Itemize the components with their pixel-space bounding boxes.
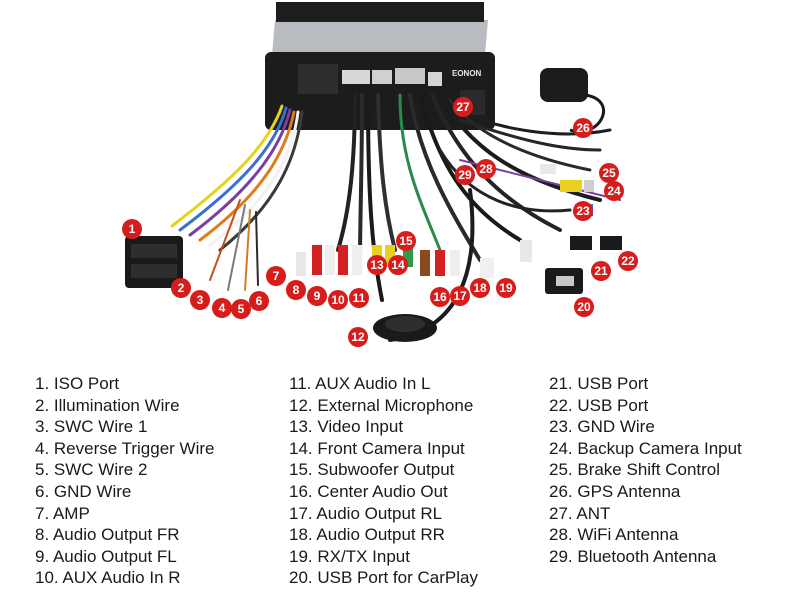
badge-7: 7 <box>266 266 286 286</box>
svg-text:21: 21 <box>594 264 608 278</box>
legend-item: 9. Audio Output FL <box>35 546 177 566</box>
svg-text:17: 17 <box>453 289 467 303</box>
badge-20: 20 <box>574 297 594 317</box>
badge-3: 3 <box>190 290 210 310</box>
legend-item: 10. AUX Audio In R <box>35 568 181 588</box>
badge-11: 11 <box>349 288 369 308</box>
svg-text:19: 19 <box>499 281 513 295</box>
badge-24: 24 <box>604 181 624 201</box>
badge-8: 8 <box>286 280 306 300</box>
svg-text:2: 2 <box>178 281 185 295</box>
badge-21: 21 <box>591 261 611 281</box>
legend-item: 11. AUX Audio In L <box>289 374 431 393</box>
badge-29: 29 <box>455 165 475 185</box>
legend-item: 19. RX/TX Input <box>289 546 410 566</box>
legend-item: 13. Video Input <box>289 417 404 437</box>
svg-text:12: 12 <box>351 330 365 344</box>
legend-item: 7. AMP <box>35 503 90 523</box>
svg-text:18: 18 <box>473 281 487 295</box>
legend-item: 5. SWC Wire 2 <box>35 460 148 480</box>
badge-9: 9 <box>307 286 327 306</box>
wiring-harness-diagram: EONON <box>122 2 638 347</box>
legend-item: 6. GND Wire <box>35 481 132 501</box>
legend-item: 4. Reverse Trigger Wire <box>35 438 215 458</box>
svg-text:29: 29 <box>458 168 472 182</box>
badge-13: 13 <box>367 255 387 275</box>
badge-28: 28 <box>476 159 496 179</box>
legend-item: 14. Front Camera Input <box>289 438 465 458</box>
svg-text:20: 20 <box>577 300 591 314</box>
legend-column-2: 11. AUX Audio In L 12. External Micropho… <box>289 373 478 589</box>
number-badges: 1 2 3 4 5 6 7 8 9 10 11 12 13 14 15 16 1… <box>122 97 638 347</box>
legend-item: 26. GPS Antenna <box>549 481 681 501</box>
legend-item: 8. Audio Output FR <box>35 525 180 545</box>
badge-1: 1 <box>122 219 142 239</box>
badge-2: 2 <box>171 278 191 298</box>
svg-text:8: 8 <box>293 283 300 297</box>
svg-text:28: 28 <box>479 162 493 176</box>
svg-text:15: 15 <box>399 234 413 248</box>
brand-logo-text: EONON <box>452 69 482 78</box>
legend-item: 22. USB Port <box>549 395 649 415</box>
badge-14: 14 <box>388 255 408 275</box>
badge-15: 15 <box>396 231 416 251</box>
svg-text:13: 13 <box>370 258 384 272</box>
badge-16: 16 <box>430 287 450 307</box>
legend-item: 27. ANT <box>549 503 611 523</box>
legend-column-1: 1. ISO Port 2. Illumination Wire 3. SWC … <box>35 373 215 589</box>
badge-6: 6 <box>249 291 269 311</box>
legend-item: 3. SWC Wire 1 <box>35 417 148 437</box>
svg-text:26: 26 <box>576 121 590 135</box>
badge-10: 10 <box>328 290 348 310</box>
badge-27: 27 <box>453 97 473 117</box>
legend-item: 1. ISO Port <box>35 374 120 393</box>
badge-17: 17 <box>450 286 470 306</box>
svg-text:1: 1 <box>129 222 136 236</box>
svg-text:5: 5 <box>238 302 245 316</box>
legend-item: 20. USB Port for CarPlay <box>289 568 478 588</box>
connectors <box>125 68 622 342</box>
legend-item: 23. GND Wire <box>549 417 655 437</box>
badge-23: 23 <box>573 201 593 221</box>
svg-text:11: 11 <box>353 291 366 305</box>
svg-text:14: 14 <box>391 258 405 272</box>
svg-text:27: 27 <box>456 100 470 114</box>
svg-text:16: 16 <box>433 290 447 304</box>
badge-18: 18 <box>470 278 490 298</box>
badge-4: 4 <box>212 298 232 318</box>
wiring-bundle <box>170 93 621 342</box>
svg-text:4: 4 <box>219 301 226 315</box>
badge-12: 12 <box>348 327 368 347</box>
legend-item: 12. External Microphone <box>289 395 474 415</box>
svg-text:24: 24 <box>607 184 621 198</box>
legend-item: 2. Illumination Wire <box>35 395 180 415</box>
badge-5: 5 <box>231 299 251 319</box>
svg-text:22: 22 <box>621 254 635 268</box>
legend-item: 16. Center Audio Out <box>289 481 448 501</box>
svg-text:3: 3 <box>197 293 204 307</box>
legend-item: 28. WiFi Antenna <box>549 525 679 545</box>
head-unit: EONON <box>265 2 495 130</box>
legend-item: 25. Brake Shift Control <box>549 460 721 480</box>
legend-item: 17. Audio Output RL <box>289 503 443 523</box>
badge-25: 25 <box>599 163 619 183</box>
legend-column-3: 21. USB Port 22. USB Port 23. GND Wire 2… <box>549 373 742 567</box>
svg-text:23: 23 <box>576 204 590 218</box>
legend-item: 18. Audio Output RR <box>289 525 445 545</box>
badge-22: 22 <box>618 251 638 271</box>
badge-26: 26 <box>573 118 593 138</box>
legend-item: 15. Subwoofer Output <box>289 460 455 480</box>
svg-text:10: 10 <box>331 293 345 307</box>
badge-19: 19 <box>496 278 516 298</box>
svg-text:6: 6 <box>256 294 263 308</box>
legend-item: 29. Bluetooth Antenna <box>549 546 717 566</box>
svg-text:9: 9 <box>314 289 321 303</box>
legend-item: 21. USB Port <box>549 374 649 393</box>
legend-item: 24. Backup Camera Input <box>549 438 742 458</box>
svg-text:25: 25 <box>602 166 616 180</box>
svg-text:7: 7 <box>273 269 280 283</box>
